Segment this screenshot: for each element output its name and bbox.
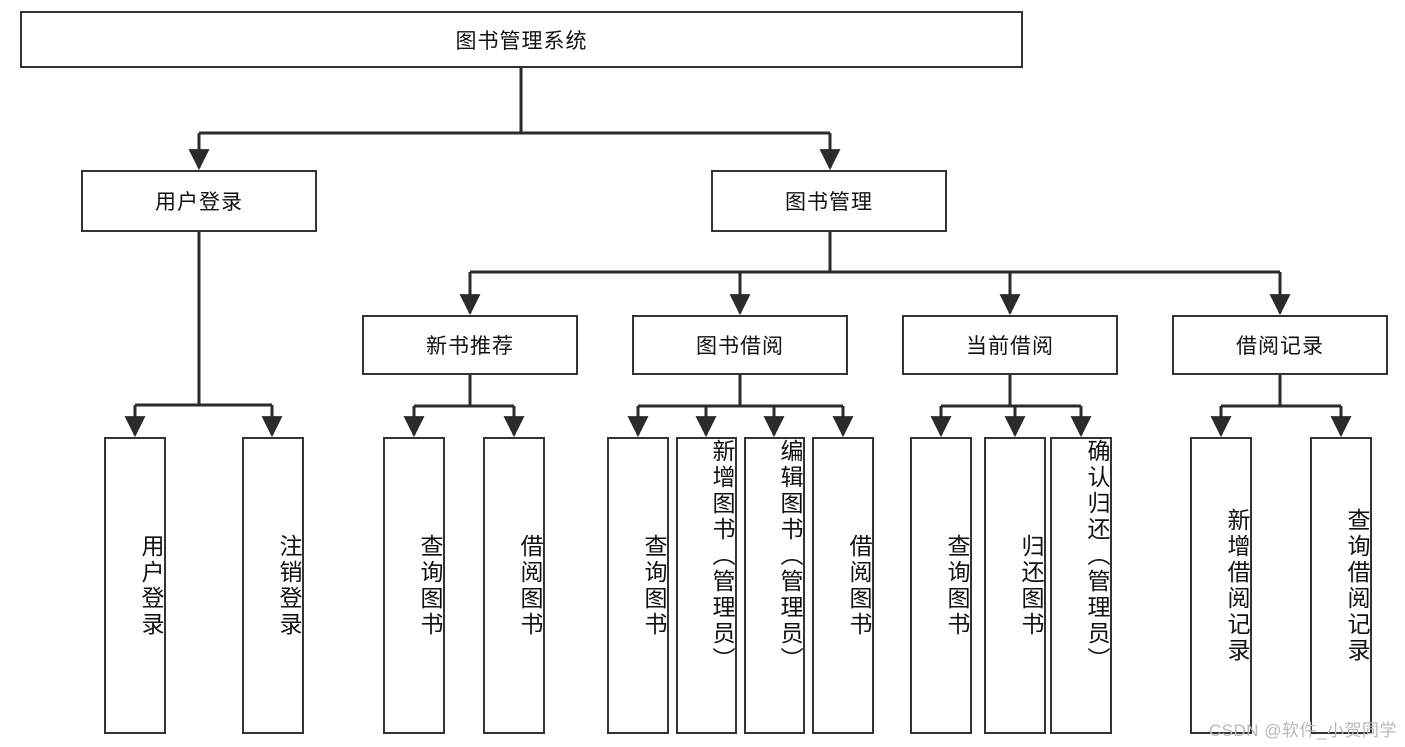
node-leaf-borrow-book-1-label: 借阅图书: [517, 533, 543, 638]
node-leaf-query-book-1[interactable]: 查询图书: [383, 437, 445, 734]
node-leaf-return-book-label: 归还图书: [1018, 533, 1044, 638]
node-book-borrow-label: 图书借阅: [696, 335, 784, 358]
node-new-book-recommend[interactable]: 新书推荐: [362, 315, 578, 375]
node-leaf-query-book-3-label: 查询图书: [944, 533, 970, 638]
node-leaf-query-book-1-label: 查询图书: [417, 533, 443, 638]
leaf-text-wrap: 编辑图书（管理员）: [746, 439, 803, 732]
node-leaf-query-borrow-record[interactable]: 查询借阅记录: [1310, 437, 1372, 734]
node-leaf-query-borrow-record-label: 查询借阅记录: [1344, 507, 1370, 664]
node-leaf-confirm-return-admin[interactable]: 确认归还（管理员）: [1050, 437, 1112, 734]
node-leaf-logout[interactable]: 注销登录: [242, 437, 304, 734]
node-user-login[interactable]: 用户登录: [81, 170, 317, 232]
node-root-label: 图书管理系统: [455, 29, 588, 53]
node-book-manage-label: 图书管理: [785, 191, 873, 214]
leaf-text-wrap: 借阅图书: [485, 439, 543, 732]
leaf-text-wrap: 新增借阅记录: [1192, 439, 1250, 732]
node-leaf-user-login-label: 用户登录: [138, 533, 164, 638]
node-current-borrow[interactable]: 当前借阅: [902, 315, 1118, 375]
node-leaf-logout-label: 注销登录: [276, 533, 302, 638]
leaf-text-wrap: 新增图书（管理员）: [678, 439, 735, 732]
node-leaf-edit-book-admin[interactable]: 编辑图书（管理员）: [744, 437, 805, 734]
leaf-text-wrap: 用户登录: [106, 439, 164, 732]
node-leaf-confirm-return-admin-label: 确认归还（管理员）: [1084, 439, 1110, 673]
leaf-text-wrap: 查询图书: [609, 439, 667, 732]
node-leaf-borrow-book-1[interactable]: 借阅图书: [483, 437, 545, 734]
node-new-book-recommend-label: 新书推荐: [426, 335, 514, 358]
node-book-manage[interactable]: 图书管理: [711, 170, 947, 232]
node-borrow-record[interactable]: 借阅记录: [1172, 315, 1388, 375]
leaf-text-wrap: 确认归还（管理员）: [1052, 439, 1110, 732]
node-leaf-add-borrow-record-label: 新增借阅记录: [1224, 507, 1250, 664]
node-root[interactable]: 图书管理系统: [20, 11, 1023, 68]
node-leaf-add-borrow-record[interactable]: 新增借阅记录: [1190, 437, 1252, 734]
node-leaf-add-book-admin[interactable]: 新增图书（管理员）: [676, 437, 737, 734]
node-book-borrow[interactable]: 图书借阅: [632, 315, 848, 375]
node-leaf-user-login[interactable]: 用户登录: [104, 437, 166, 734]
node-leaf-return-book[interactable]: 归还图书: [984, 437, 1046, 734]
leaf-text-wrap: 借阅图书: [814, 439, 872, 732]
leaf-text-wrap: 归还图书: [986, 439, 1044, 732]
node-leaf-borrow-book-2[interactable]: 借阅图书: [812, 437, 874, 734]
leaf-text-wrap: 查询图书: [912, 439, 970, 732]
node-leaf-edit-book-admin-label: 编辑图书（管理员）: [777, 439, 803, 673]
node-borrow-record-label: 借阅记录: [1236, 335, 1324, 358]
leaf-text-wrap: 查询借阅记录: [1312, 439, 1370, 732]
leaf-text-wrap: 查询图书: [385, 439, 443, 732]
csdn-watermark: CSDN @软件_小贺同学: [1208, 721, 1397, 740]
node-leaf-query-book-2-label: 查询图书: [641, 533, 667, 638]
node-current-borrow-label: 当前借阅: [966, 335, 1054, 358]
node-leaf-query-book-2[interactable]: 查询图书: [607, 437, 669, 734]
leaf-text-wrap: 注销登录: [244, 439, 302, 732]
node-leaf-query-book-3[interactable]: 查询图书: [910, 437, 972, 734]
node-user-login-label: 用户登录: [155, 191, 243, 214]
node-leaf-add-book-admin-label: 新增图书（管理员）: [709, 439, 735, 673]
node-leaf-borrow-book-2-label: 借阅图书: [846, 533, 872, 638]
